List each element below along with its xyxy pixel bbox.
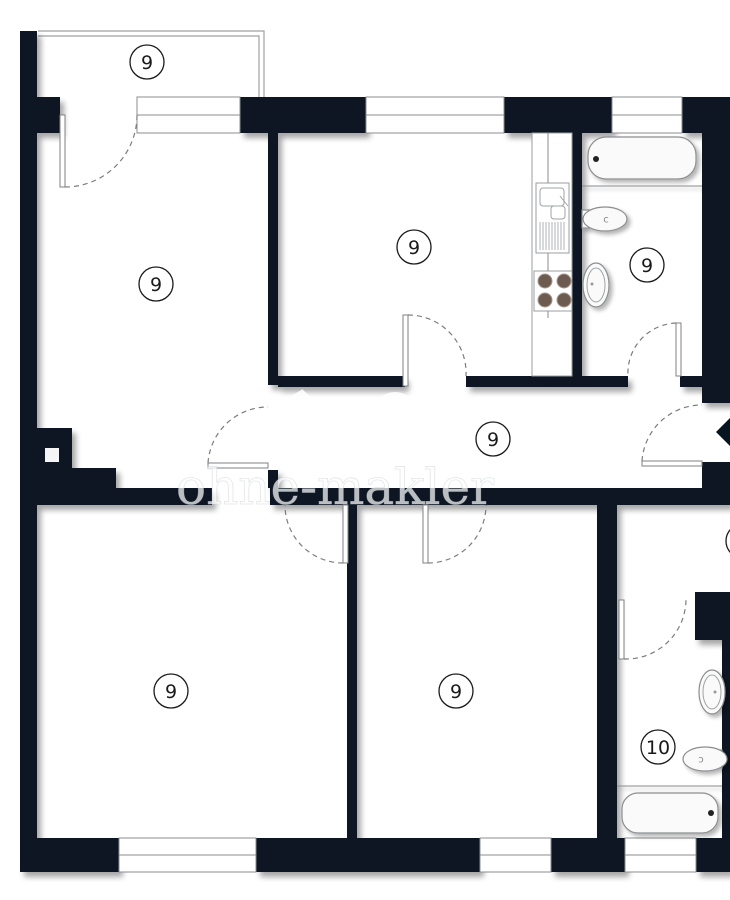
room-label-balcony: 9 (129, 44, 165, 80)
door-entrance (641, 404, 703, 467)
bottom-bathroom-fixtures: ↄ (617, 669, 728, 834)
door-kitchen-room (402, 314, 467, 387)
room-label-bottom-bathroom: 10 (640, 729, 676, 765)
svg-text:9: 9 (165, 681, 177, 703)
svg-text:9: 9 (141, 52, 153, 74)
room-label-kitchen-room: 9 (396, 229, 432, 265)
toilet-icon: c (581, 206, 628, 232)
door-bottom-bathroom (618, 599, 687, 660)
svg-text:9: 9 (150, 274, 162, 296)
door-balcony (59, 114, 138, 188)
top-bathroom-fixtures: c (581, 136, 702, 308)
door-bottom-left-room (284, 504, 349, 564)
walls (20, 31, 730, 872)
window-top-balcony (136, 96, 241, 134)
room-label-bottom-left: 9 (153, 673, 189, 709)
svg-text:9: 9 (487, 429, 499, 451)
bathtub-icon-bottom (621, 792, 719, 834)
door-top-bathroom (627, 322, 682, 377)
room-label-top-bathroom: 9 (629, 247, 665, 283)
bathtub-icon (587, 136, 697, 180)
windows (118, 96, 697, 873)
window-bottom-left (118, 837, 257, 873)
watermark-text: ohne-makler (176, 458, 494, 516)
svg-text:10: 10 (646, 737, 670, 759)
watermark: ohne-makler (176, 389, 494, 516)
room-label-bottom-middle: 9 (438, 673, 474, 709)
door-bottom-middle-room (422, 504, 487, 564)
window-bottom-bathroom (624, 837, 697, 873)
watermark-logo-icon (210, 389, 444, 455)
svg-text:9: 9 (641, 255, 653, 277)
kitchen-counter (531, 132, 573, 377)
balcony-outline (38, 30, 265, 97)
window-bottom-middle (479, 837, 552, 873)
room-label-top-left: 9 (138, 266, 174, 302)
svg-text:9: 9 (450, 681, 462, 703)
washbasin-icon (582, 262, 610, 308)
entrance-marker-icon (716, 418, 730, 446)
window-top-kitchen-room (365, 96, 505, 134)
window-top-bathroom (611, 96, 683, 134)
kitchen-sink-icon (535, 182, 570, 254)
toilet-icon-bottom: ↄ (682, 746, 728, 772)
svg-text:c: c (603, 215, 609, 226)
room-label-right-partial (725, 529, 730, 553)
door-top-left-room (207, 406, 269, 469)
stove-icon (533, 270, 573, 312)
svg-text:ↄ: ↄ (698, 755, 704, 766)
svg-text:9: 9 (408, 237, 420, 259)
washbasin-icon-bottom (698, 669, 726, 715)
room-labels: 9 9 9 9 9 9 9 10 (129, 44, 730, 765)
room-label-hallway: 9 (475, 421, 511, 457)
doors (59, 114, 703, 660)
